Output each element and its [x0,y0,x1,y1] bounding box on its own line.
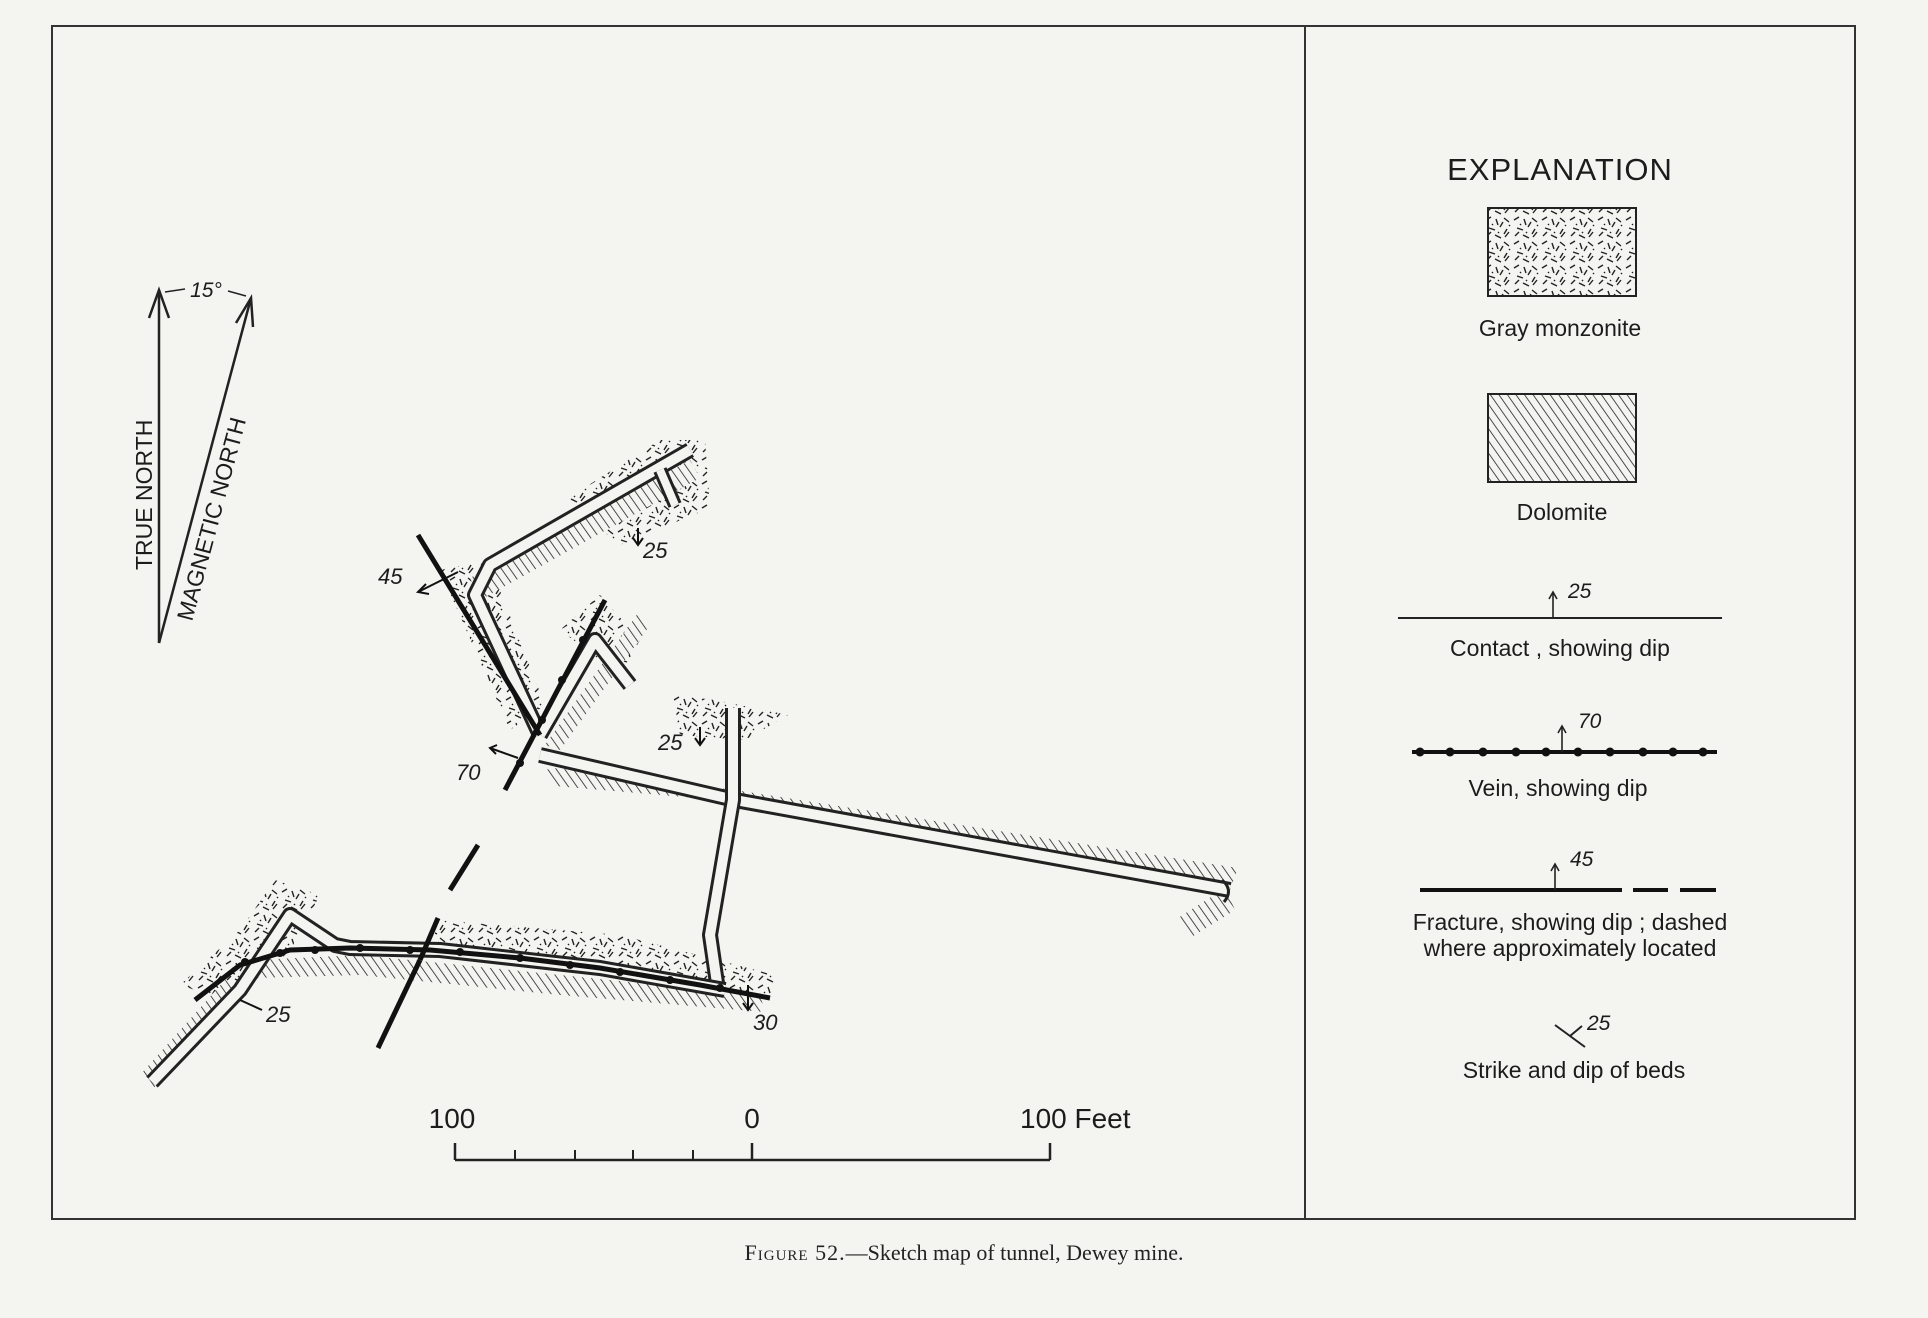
dip-label-contact-middle: 25 [657,730,683,755]
figure-caption: Figure 52.—Sketch map of tunnel, Dewey m… [0,1240,1928,1266]
legend-label-strike: Strike and dip of beds [1463,1057,1685,1083]
fracture-lines [375,533,543,1050]
legend-label-fracture-1: Fracture, showing dip ; dashed [1413,909,1728,935]
angle-label: 15° [190,279,222,302]
scale-right-value: 100 Feet [1020,1103,1131,1134]
tunnel-network [146,443,1232,1088]
vein-lines [193,598,771,1002]
dip-label-vein-middle: 70 [456,760,481,785]
explanation-legend: EXPLANATION Gray monzonite Dolomite 25 C… [1398,152,1727,1083]
north-arrow: 15° TRUE NORTH MAGNETIC NORTH [131,279,255,644]
legend-swatch-dolomite [1487,393,1637,483]
true-north-label: TRUE NORTH [131,420,157,570]
legend-fracture-dip: 45 [1570,848,1594,871]
legend-label-contact: Contact , showing dip [1450,635,1670,661]
figure-number: Figure 52. [744,1240,846,1265]
dip-label-contact-upper: 25 [642,538,668,563]
monzonite-zones [180,440,788,1000]
dolomite-zones [140,460,1238,1090]
dip-label-bed-lower: 25 [265,1002,291,1027]
explanation-title: EXPLANATION [1447,152,1673,187]
legend-vein-dip: 70 [1578,710,1602,733]
legend-swatch-gray-monzonite [1487,207,1637,297]
legend-label-dolomite: Dolomite [1517,499,1608,525]
scale-left-value: 100 [429,1103,476,1134]
dip-symbols [239,528,754,1012]
dip-label-contact-lower: 30 [753,1010,778,1035]
legend-strike-dip: 25 [1586,1012,1611,1035]
legend-label-vein: Vein, showing dip [1468,775,1647,801]
legend-label-gray-monzonite: Gray monzonite [1479,315,1641,341]
dip-label-fracture-upper: 45 [378,564,403,589]
dip-labels: 45 25 25 70 25 30 [265,538,778,1035]
figure-caption-text: —Sketch map of tunnel, Dewey mine. [845,1240,1184,1265]
map-frame [51,25,1856,1220]
legend-contact-dip: 25 [1567,580,1592,603]
scale-zero: 0 [744,1103,760,1134]
scale-bar: 100 0 100 Feet [429,1103,1131,1162]
legend-label-fracture-2: where approximately located [1423,935,1717,961]
